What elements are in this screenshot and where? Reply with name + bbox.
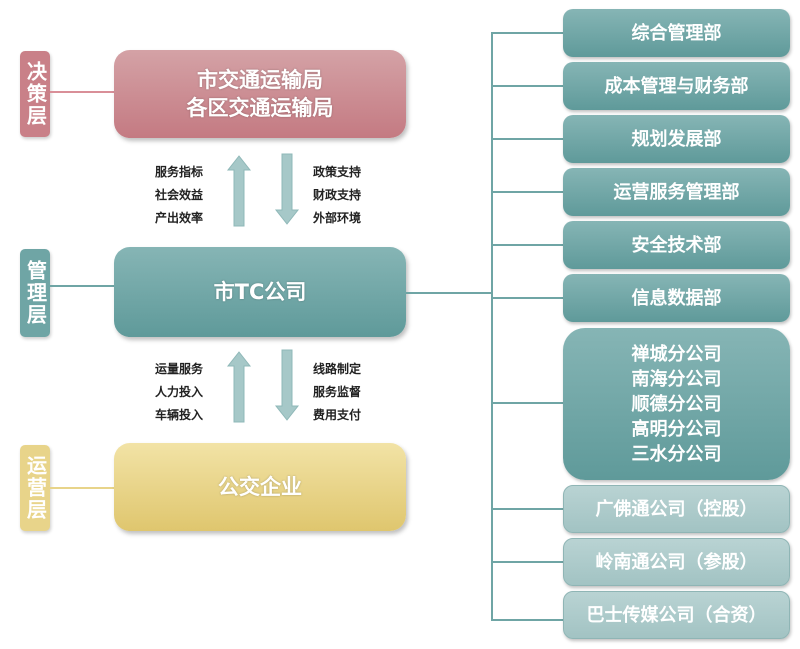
dept-box: 运营服务管理部 [563, 168, 790, 216]
connector-line [50, 91, 114, 93]
up-arrow-icon [226, 351, 252, 423]
connector-line [50, 487, 114, 489]
connector-line [50, 285, 114, 287]
affiliate-box: 岭南通公司（参股） [563, 538, 790, 586]
branch-item: 南海分公司 [631, 368, 722, 390]
box-line: 市交通运输局 [197, 68, 323, 92]
transport-bureau-box: 市交通运输局 各区交通运输局 [114, 50, 406, 138]
bus-enterprise-box: 公交企业 [114, 443, 406, 531]
tree-branch [491, 138, 563, 140]
tree-branch [491, 244, 563, 246]
flow-item: 财政支持 [313, 188, 362, 202]
tree-branch [491, 85, 563, 87]
layer-operation: 运营层 [20, 445, 50, 531]
tree-branch [491, 619, 563, 621]
tree-connector [406, 292, 492, 294]
flow-item: 社会效益 [155, 188, 204, 202]
flow-up-list: 服务指标 社会效益 产出效率 [155, 161, 203, 230]
branch-item: 高明分公司 [631, 418, 722, 440]
branch-item: 禅城分公司 [631, 343, 722, 365]
layer-management: 管理层 [20, 249, 50, 337]
dept-box: 规划发展部 [563, 115, 790, 163]
flow-down-list: 线路制定 服务监督 费用支付 [313, 358, 361, 427]
down-arrow-icon [274, 153, 300, 225]
box-title: 公交企业 [218, 475, 302, 499]
up-arrow-icon [226, 155, 252, 227]
dept-box: 信息数据部 [563, 274, 790, 322]
flow-item: 车辆投入 [155, 408, 204, 422]
tree-branch [491, 561, 563, 563]
down-arrow-icon [274, 349, 300, 421]
dept-box: 综合管理部 [563, 9, 790, 57]
affiliate-box: 广佛通公司（控股） [563, 485, 790, 533]
flow-item: 政策支持 [313, 165, 362, 179]
tree-trunk [491, 32, 493, 621]
affiliate-box: 巴士传媒公司（合资） [563, 591, 790, 639]
flow-up-list: 运量服务 人力投入 车辆投入 [155, 358, 203, 427]
flow-item: 费用支付 [313, 408, 362, 422]
flow-item: 人力投入 [155, 385, 204, 399]
flow-item: 服务监督 [313, 385, 362, 399]
box-line: 各区交通运输局 [186, 96, 334, 120]
flow-arrows-bottom [226, 349, 300, 423]
flow-item: 产出效率 [155, 211, 204, 225]
flow-arrows-top [226, 153, 300, 227]
tree-branch [491, 508, 563, 510]
flow-item: 线路制定 [313, 362, 362, 376]
dept-box: 安全技术部 [563, 221, 790, 269]
box-title: 市TC公司 [213, 280, 307, 304]
dept-box: 成本管理与财务部 [563, 62, 790, 110]
flow-item: 外部环境 [313, 211, 362, 225]
tree-branch [491, 297, 563, 299]
layer-decision: 决策层 [20, 51, 50, 137]
tree-branch [491, 191, 563, 193]
tree-branch [491, 32, 563, 34]
tc-company-box: 市TC公司 [114, 247, 406, 337]
flow-item: 运量服务 [155, 362, 204, 376]
branch-item: 顺德分公司 [631, 393, 722, 415]
branches-box: 禅城分公司 南海分公司 顺德分公司 高明分公司 三水分公司 [563, 328, 790, 480]
tree-branch [491, 402, 563, 404]
flow-down-list: 政策支持 财政支持 外部环境 [313, 161, 361, 230]
branch-item: 三水分公司 [631, 443, 722, 465]
flow-item: 服务指标 [155, 165, 204, 179]
